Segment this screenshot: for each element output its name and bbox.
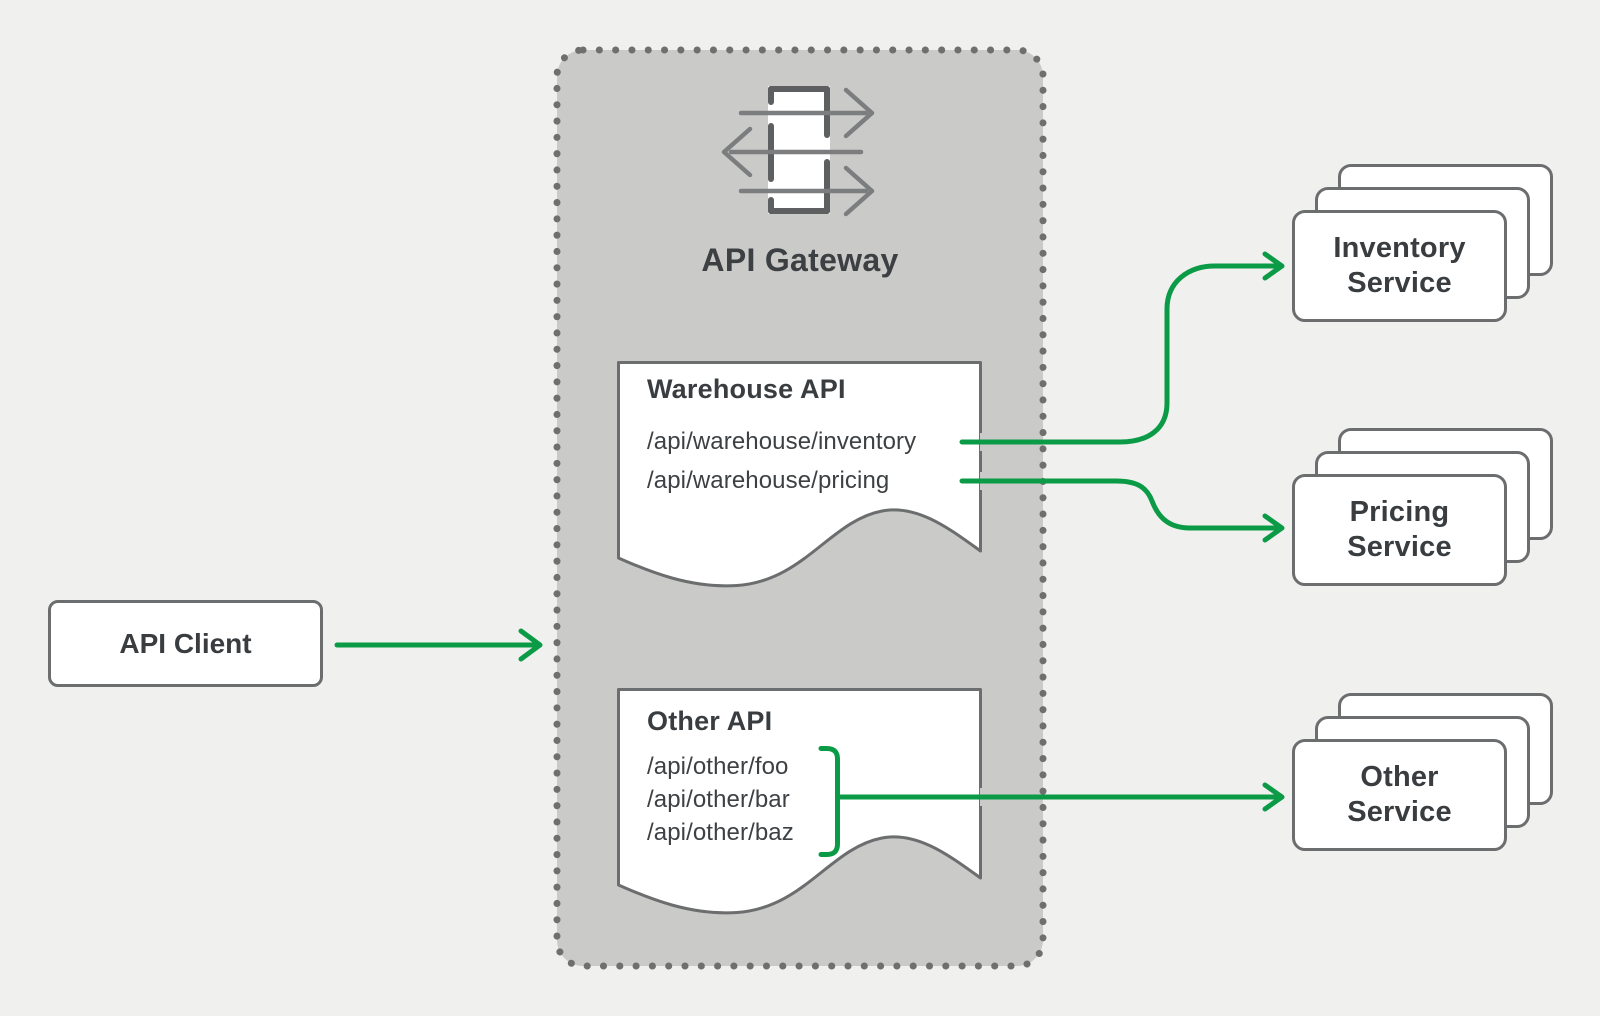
api-client-label: API Client xyxy=(119,627,252,659)
pricing-service-stack: Pricing Service xyxy=(1292,428,1553,586)
connector-client-to-gateway xyxy=(334,628,543,662)
arrowhead-other-icon xyxy=(1262,782,1285,812)
connector-other-routes-to-other-service xyxy=(818,746,1285,857)
api-client-box: API Client xyxy=(48,600,323,687)
inventory-service-label: Inventory Service xyxy=(1333,231,1466,299)
arrowhead-pricing-icon xyxy=(1262,513,1285,543)
api-gateway-title: API Gateway xyxy=(701,242,899,278)
warehouse-api-document xyxy=(617,361,982,588)
arrowhead-client-icon xyxy=(518,628,543,662)
route-warehouse-pricing: /api/warehouse/pricing xyxy=(647,467,890,494)
arrowhead-inventory-icon xyxy=(1262,251,1285,281)
route-other-baz: /api/other/baz xyxy=(647,819,794,846)
other-service-label: Other Service xyxy=(1347,760,1452,828)
other-api-title: Other API xyxy=(647,706,773,736)
route-warehouse-inventory: /api/warehouse/inventory xyxy=(647,428,917,455)
other-service-stack: Other Service xyxy=(1292,693,1553,851)
connector-inventory-route-to-inventory-service xyxy=(959,251,1285,445)
route-group-bracket xyxy=(818,746,840,857)
api-gateway-icon xyxy=(721,86,875,217)
inventory-service-card: Inventory Service xyxy=(1292,210,1507,322)
connector-pricing-route-to-pricing-service xyxy=(959,478,1285,543)
pricing-service-label: Pricing Service xyxy=(1347,495,1452,563)
route-other-bar: /api/other/bar xyxy=(647,786,790,813)
inventory-service-stack: Inventory Service xyxy=(1292,164,1553,322)
pricing-service-card: Pricing Service xyxy=(1292,474,1507,586)
warehouse-api-title: Warehouse API xyxy=(647,374,846,404)
other-service-card: Other Service xyxy=(1292,739,1507,851)
route-other-foo: /api/other/foo xyxy=(647,753,789,780)
other-api-document xyxy=(617,688,982,915)
gateway-icon-traffic-arrows xyxy=(721,87,875,217)
